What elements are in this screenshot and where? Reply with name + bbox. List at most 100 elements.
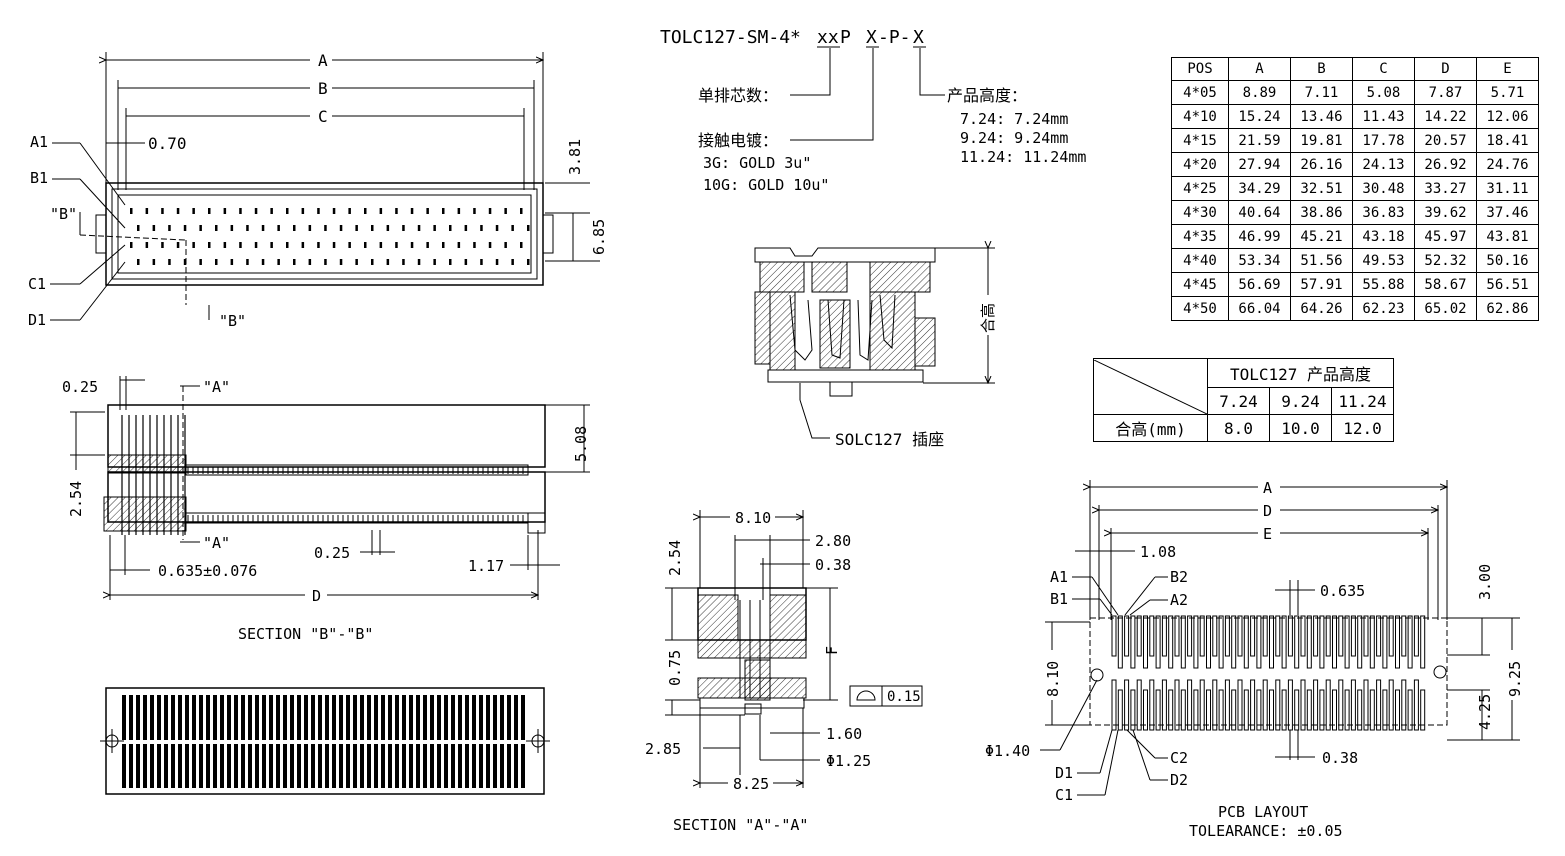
dimension-table-cell: 56.51 (1476, 272, 1539, 297)
dim-117: 1.17 (468, 557, 504, 575)
contact-column (367, 695, 371, 740)
pin-dot (308, 259, 312, 265)
pcb-pad (1218, 615, 1224, 669)
pcb-pad (1407, 689, 1413, 731)
contact-column (493, 695, 497, 740)
pcb-pad (1218, 689, 1224, 731)
contact-column (297, 744, 301, 788)
section-aa-view: 8.10 2.80 0.38 2.54 0.75 F (645, 509, 923, 834)
contact-column (178, 695, 182, 740)
pcb-pad (1401, 615, 1407, 657)
dimension-table-cell: 52.32 (1414, 248, 1477, 273)
dimension-table-cell: 20.57 (1414, 128, 1477, 153)
dimension-table-cell: 66.04 (1228, 296, 1291, 321)
dim-381: 3.81 (566, 139, 584, 175)
pcb-pad (1193, 615, 1199, 669)
pcb-pad (1161, 615, 1167, 657)
dimension-table-cell: 45.21 (1290, 224, 1353, 249)
pin-dot (473, 208, 476, 214)
contact-column (255, 744, 259, 788)
aa-dim-phi125: Φ1.25 (826, 752, 871, 770)
contact-column (192, 695, 196, 740)
pcb-dim-810: 8.10 (1044, 661, 1062, 697)
contact-column (241, 695, 245, 740)
pin-dot (364, 242, 367, 248)
dim-025: 0.25 (62, 378, 98, 396)
dimension-table-cell: 15.24 (1228, 104, 1291, 129)
pin-dot (504, 242, 507, 248)
pin-dot (449, 225, 452, 231)
pin-dot (520, 208, 523, 214)
dimension-table-cell: 62.86 (1476, 296, 1539, 321)
plating-label: 接触电镀： (698, 131, 778, 150)
pin-dot (417, 259, 421, 265)
pcb-pad (1338, 679, 1344, 731)
pin-dot (433, 259, 436, 265)
dimension-table-cell: 4*20 (1171, 152, 1229, 177)
dim-b: B (318, 79, 328, 98)
dimension-table-cell: 53.34 (1228, 248, 1291, 273)
part-number-p: P (840, 27, 851, 48)
part-number-xx: xx (817, 27, 839, 48)
pin-dot (239, 242, 242, 248)
contact-column (304, 744, 308, 788)
contact-column (381, 744, 385, 788)
pcb-pad (1149, 615, 1155, 657)
dimension-table-cell: 46.99 (1228, 224, 1291, 249)
mated-height-100: 10.0 (1269, 414, 1332, 442)
dimension-table-cell: 38.86 (1290, 200, 1353, 225)
dim-254: 2.54 (67, 481, 85, 517)
pcb-pad (1124, 679, 1130, 731)
pin-dot (308, 225, 312, 231)
pin-dot (464, 225, 468, 231)
pin-dot (152, 259, 156, 265)
dimension-table-cell: 36.83 (1352, 200, 1415, 225)
contact-column (353, 744, 357, 788)
pcb-pad (1243, 689, 1249, 731)
aa-dim-810: 8.10 (735, 509, 771, 527)
pcb-pad (1117, 689, 1123, 731)
pcb-layout-title: PCB LAYOUT (1218, 803, 1308, 821)
dimension-table-cell: 5.08 (1352, 80, 1415, 105)
pcb-pad (1149, 679, 1155, 731)
contact-column (122, 695, 126, 740)
pin-dot (504, 208, 507, 214)
height-1124: 11.24 (1331, 387, 1394, 415)
contact-column (486, 695, 490, 740)
dimension-table-cell: 57.91 (1290, 272, 1353, 297)
pcb-pad (1382, 615, 1388, 669)
contact-column (178, 744, 182, 788)
contact-column (507, 744, 511, 788)
dimension-table-cell: 7.11 (1290, 80, 1353, 105)
dimension-table-cell: 11.43 (1352, 104, 1415, 129)
pcb-pad (1117, 615, 1123, 669)
contact-column (129, 695, 133, 740)
contact-column (346, 744, 350, 788)
pcb-pad (1313, 679, 1319, 731)
pcb-pad (1269, 615, 1274, 669)
pin-dot (161, 208, 164, 214)
contact-column (227, 744, 231, 788)
pin-dot (402, 259, 405, 265)
dim-d: D (312, 587, 321, 605)
dimension-table-cell: 4*50 (1171, 296, 1229, 321)
contact-column (227, 695, 231, 740)
pcb-pad (1224, 679, 1230, 731)
contact-column (486, 744, 490, 788)
pin-dot (520, 242, 523, 248)
pcb-label-d1: D1 (1055, 764, 1073, 782)
pin-dot (199, 225, 202, 231)
contact-column (360, 744, 364, 788)
pcb-pad (1136, 679, 1142, 731)
contact-column (262, 744, 266, 788)
pin-dot (145, 208, 149, 214)
aa-dim-825: 8.25 (733, 775, 769, 793)
pcb-pad (1155, 615, 1161, 669)
pin-dot (277, 225, 280, 231)
contact-column (290, 695, 294, 740)
pcb-pad (1287, 679, 1293, 731)
